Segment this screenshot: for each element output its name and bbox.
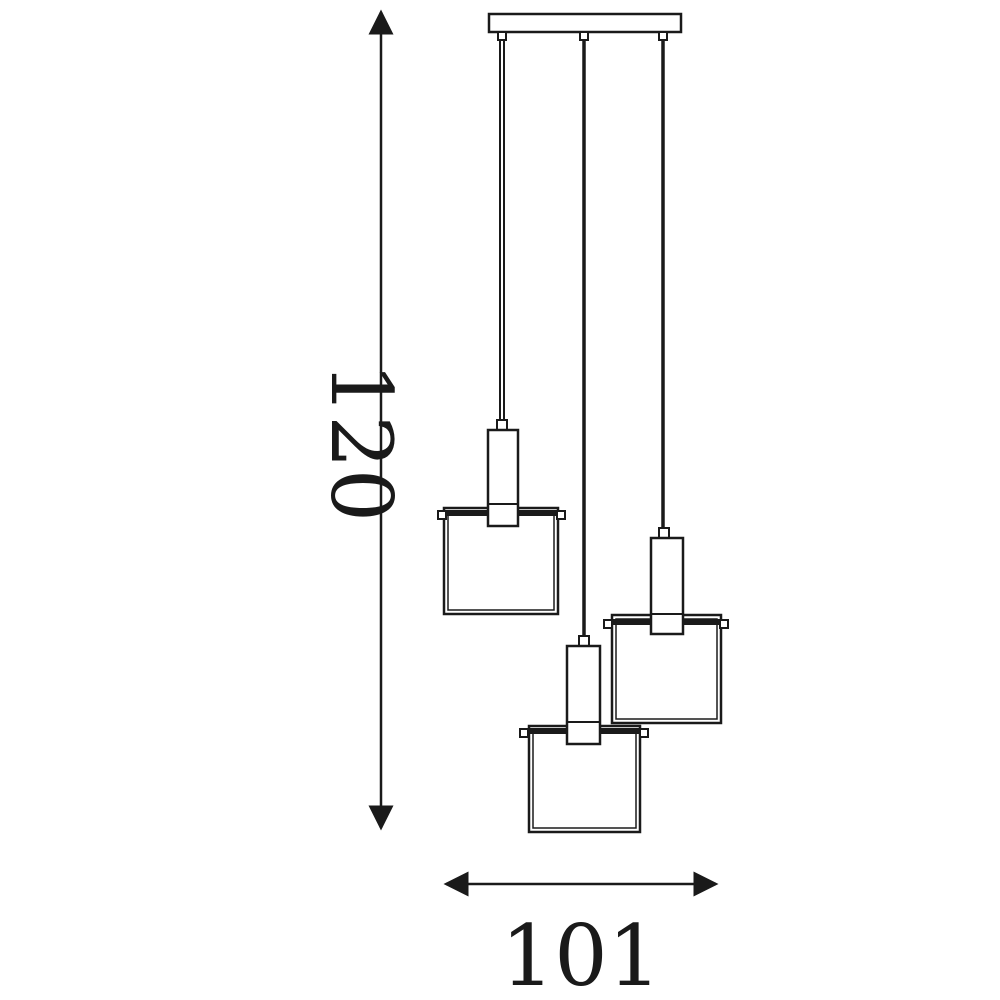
height-dimension: 120 bbox=[312, 9, 410, 831]
pendant-shade-right bbox=[603, 527, 729, 725]
pendant-shade-middle bbox=[519, 635, 649, 834]
suspension-cables bbox=[499, 40, 665, 636]
width-label: 101 bbox=[501, 907, 661, 1000]
height-label: 120 bbox=[312, 362, 410, 522]
ceiling-canopy bbox=[487, 12, 683, 41]
pendant-shade-left bbox=[437, 419, 566, 616]
width-dimension: 101 bbox=[443, 871, 719, 1000]
